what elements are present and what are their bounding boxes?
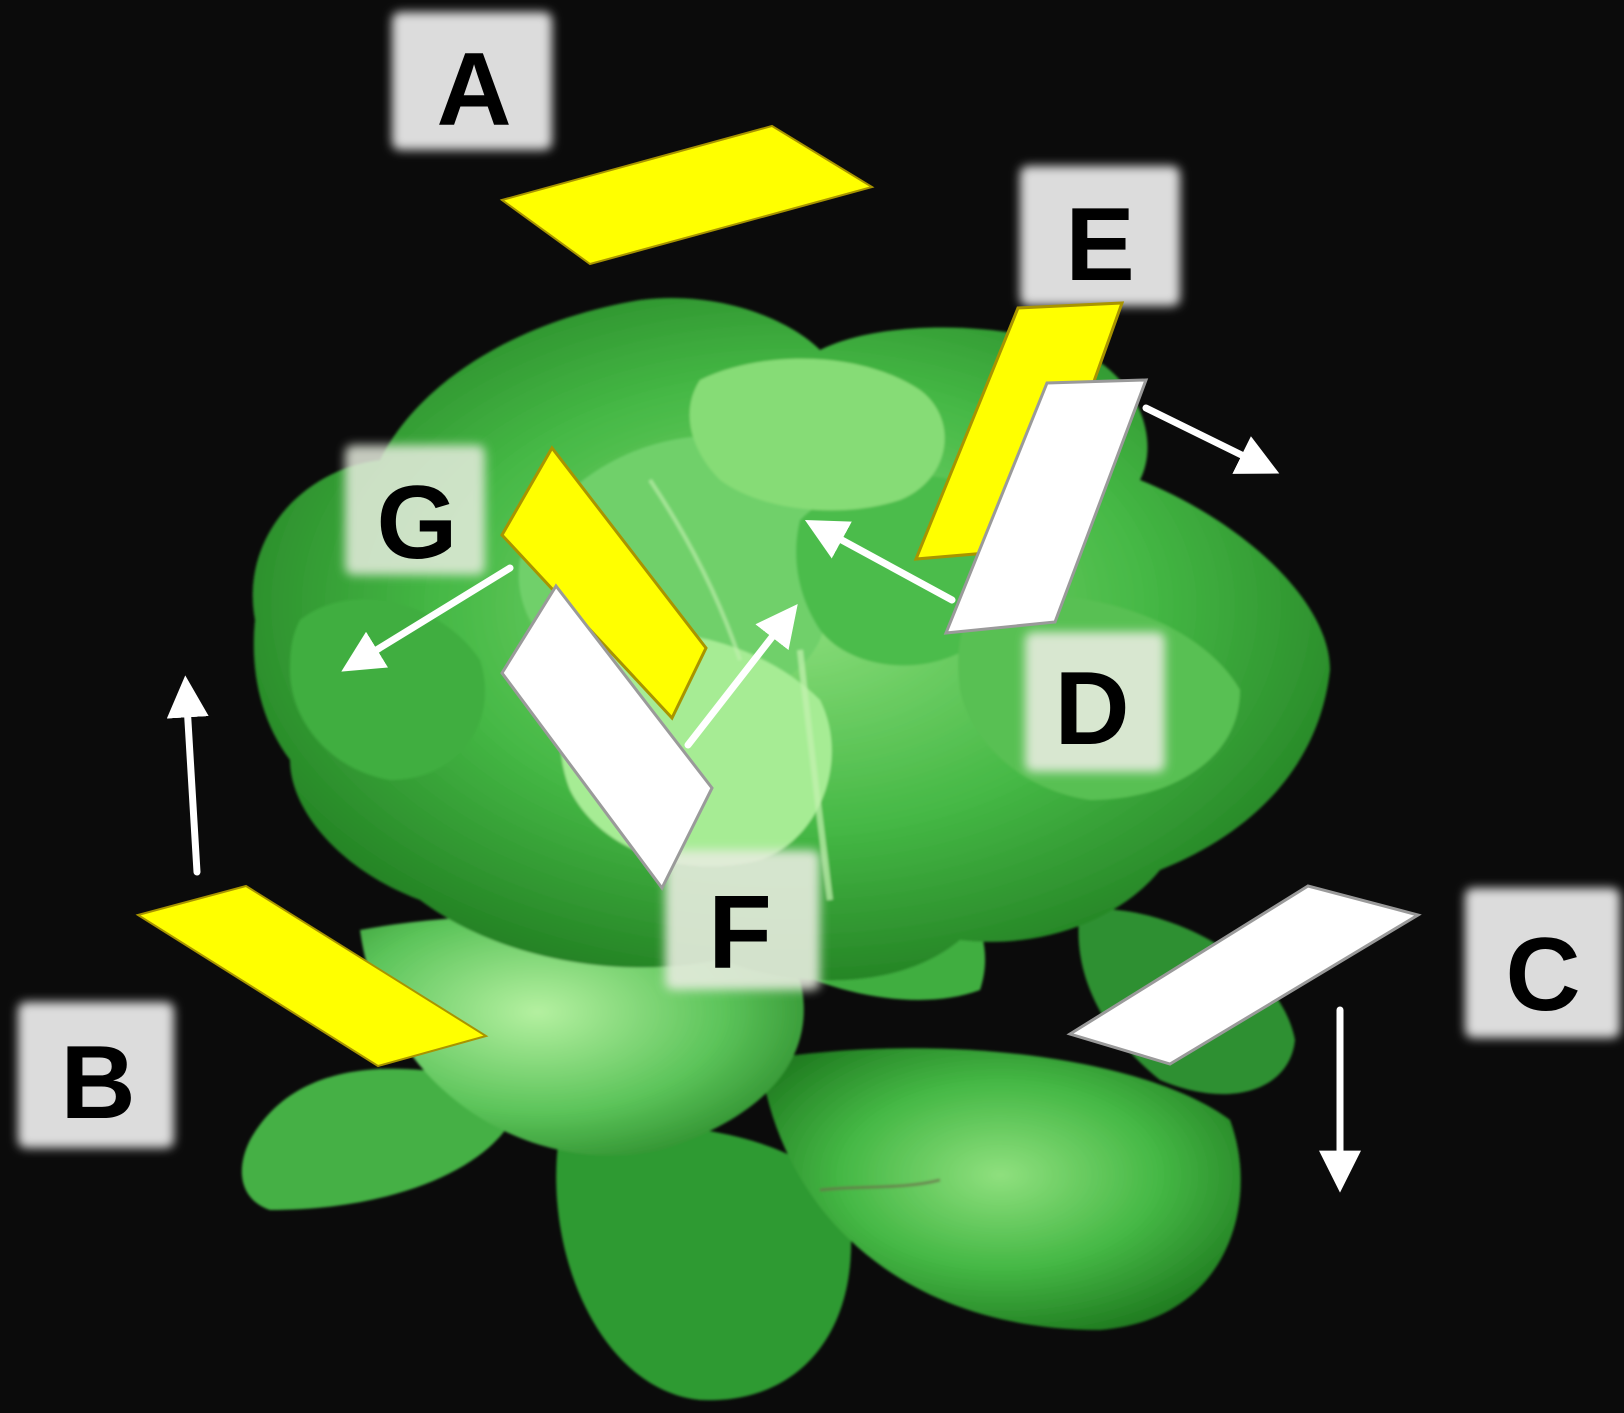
label-a: A bbox=[436, 32, 511, 148]
label-e: E bbox=[1065, 187, 1134, 303]
label-f: F bbox=[708, 875, 772, 991]
label-d: D bbox=[1054, 651, 1129, 767]
label-box-f: F bbox=[665, 850, 820, 991]
label-box-c: C bbox=[1465, 888, 1620, 1038]
label-box-e: E bbox=[1020, 166, 1180, 306]
label-g: G bbox=[377, 465, 458, 581]
label-box-a: A bbox=[392, 12, 552, 150]
label-c: C bbox=[1505, 917, 1580, 1033]
label-b: B bbox=[60, 1025, 135, 1141]
label-box-d: D bbox=[1025, 632, 1165, 772]
label-box-b: B bbox=[18, 1002, 174, 1148]
label-box-g: G bbox=[345, 445, 485, 581]
